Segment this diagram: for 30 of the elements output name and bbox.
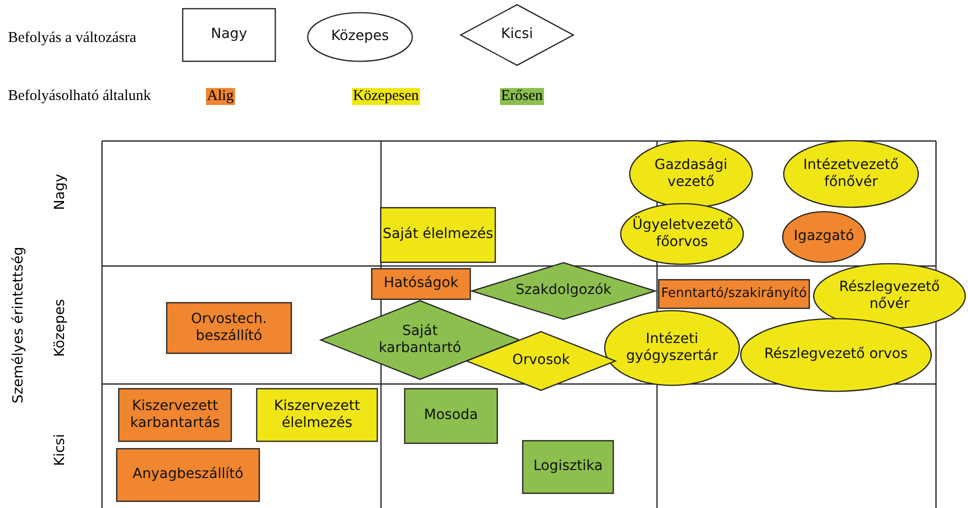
stakeholder-box: Saját élelmezés — [380, 207, 496, 263]
stakeholder-ellipse: Ügyeletvezető főorvos — [620, 203, 744, 265]
stakeholder-ellipse: Gazdasági vezető — [629, 140, 753, 208]
legend-swatch: Erősen — [500, 88, 544, 105]
legend-swatch: Alig — [206, 88, 235, 105]
row-label: Közepes — [52, 299, 68, 357]
legend-box: Nagy — [182, 8, 276, 62]
stakeholder-box: Fenntartó/szakirányító — [658, 279, 810, 309]
legend-heading: Befolyás a változásra — [8, 30, 136, 47]
legend-heading: Befolyásolható általunk — [8, 88, 151, 105]
stakeholder-box: Anyagbeszállító — [116, 448, 260, 502]
stakeholder-diamond: Orvosok — [466, 331, 616, 391]
legend-ellipse: Közepes — [307, 12, 413, 62]
stakeholder-box: Mosoda — [404, 388, 498, 444]
stakeholder-ellipse: Intézeti gyógyszertár — [604, 310, 740, 386]
stakeholder-ellipse: Intézetvezető főnővér — [783, 140, 919, 208]
stakeholder-diamond: Szakdolgozók — [471, 262, 656, 320]
legend-swatch: Közepesen — [352, 88, 420, 105]
stakeholder-box: Kiszervezett élelmezés — [256, 388, 378, 442]
stakeholder-ellipse: Igazgató — [782, 211, 866, 263]
stakeholder-box: Hatóságok — [371, 268, 471, 300]
stakeholder-box: Kiszervezett karbantartás — [118, 388, 232, 442]
stakeholder-ellipse: Részlegvezető nővér — [813, 263, 966, 329]
stakeholder-box: Logisztika — [522, 440, 614, 494]
legend-diamond: Kicsi — [460, 4, 574, 66]
stakeholder-box: Orvostech. beszállító — [166, 302, 292, 354]
row-label: Kicsi — [52, 434, 68, 466]
axis-title: Személyes érintettség — [10, 246, 26, 404]
stakeholder-ellipse: Részlegvezető orvos — [740, 318, 932, 392]
row-label: Nagy — [52, 174, 68, 210]
